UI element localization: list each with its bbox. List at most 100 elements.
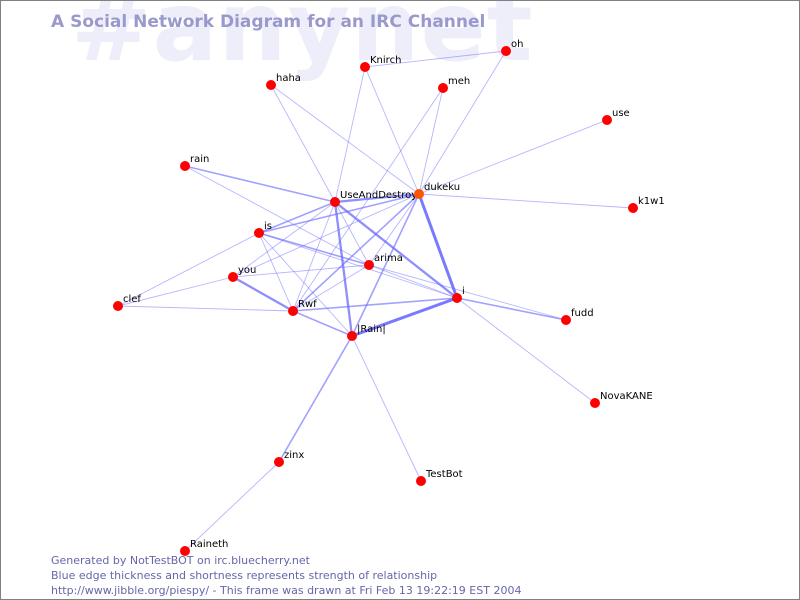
node-label: rain bbox=[190, 154, 209, 165]
edge-haha-dukeku bbox=[270, 84, 420, 195]
node-fudd[interactable]: fudd bbox=[561, 308, 594, 325]
node-label: fudd bbox=[571, 308, 594, 319]
node-knirch[interactable]: Knirch bbox=[360, 55, 401, 72]
node-dot[interactable] bbox=[180, 546, 190, 556]
node-dot[interactable] bbox=[360, 62, 370, 72]
node-dot[interactable] bbox=[330, 197, 340, 207]
node-dot[interactable] bbox=[628, 203, 638, 213]
node-dot[interactable] bbox=[347, 331, 357, 341]
node-novakane[interactable]: NovaKANE bbox=[590, 391, 653, 408]
edge-useanddestroy-is bbox=[258, 201, 336, 234]
edge-meh-dukeku bbox=[418, 87, 444, 195]
edge-rain-useanddestroy bbox=[184, 165, 336, 203]
edge-useanddestroy-rain bbox=[333, 200, 354, 338]
node-arima[interactable]: arima bbox=[364, 253, 403, 270]
node-k1w1[interactable]: k1w1 bbox=[628, 196, 665, 213]
node-dot[interactable] bbox=[414, 189, 424, 199]
edge-rain-zinx bbox=[278, 335, 353, 463]
footer-url-timestamp: http://www.jibble.org/piespy/ - This fra… bbox=[51, 584, 522, 597]
node-label: Rwf bbox=[298, 299, 317, 310]
edge-arima-rwf bbox=[292, 264, 370, 312]
node-dot[interactable] bbox=[274, 457, 284, 467]
edge-you-clef bbox=[117, 276, 234, 307]
node-you[interactable]: you bbox=[228, 265, 256, 282]
edge-knirch-oh bbox=[364, 50, 507, 68]
node-testbot[interactable]: TestBot bbox=[416, 469, 463, 486]
edge-you-rwf bbox=[231, 275, 295, 313]
node-label: haha bbox=[276, 73, 301, 84]
node-dot[interactable] bbox=[501, 46, 511, 56]
node-dot[interactable] bbox=[438, 83, 448, 93]
node-label: is bbox=[264, 221, 272, 232]
node-label: you bbox=[238, 265, 256, 276]
channel-watermark: #anynet bbox=[71, 0, 534, 83]
diagram-title: A Social Network Diagram for an IRC Chan… bbox=[51, 12, 486, 32]
node-rain[interactable]: |Rain| bbox=[347, 324, 386, 341]
node-raineth[interactable]: Raineth bbox=[180, 539, 228, 556]
node-i[interactable]: i bbox=[452, 286, 465, 303]
edge-is-i bbox=[258, 232, 458, 299]
edge-is-rain bbox=[258, 232, 353, 337]
edge-knirch-dukeku bbox=[364, 66, 420, 195]
node-label: Raineth bbox=[190, 539, 228, 550]
node-label: clef bbox=[123, 294, 141, 305]
node-dot[interactable] bbox=[561, 315, 571, 325]
node-label: use bbox=[612, 108, 630, 119]
node-dot[interactable] bbox=[266, 80, 276, 90]
node-label: zinx bbox=[284, 450, 304, 461]
node-is[interactable]: is bbox=[254, 221, 272, 238]
edge-rwf-rain bbox=[292, 310, 353, 337]
edge-haha-useanddestroy bbox=[270, 84, 336, 203]
node-clef[interactable]: clef bbox=[113, 294, 141, 311]
edge-useanddestroy-rwf bbox=[292, 201, 336, 312]
node-dot[interactable] bbox=[254, 228, 264, 238]
edge-is-clef bbox=[117, 232, 260, 307]
edge-dukeku-rwf bbox=[292, 193, 420, 312]
edge-rwf-i bbox=[292, 297, 458, 312]
edge-arima-fudd bbox=[368, 264, 567, 321]
node-rwf[interactable]: Rwf bbox=[288, 299, 317, 316]
node-dot[interactable] bbox=[228, 272, 238, 282]
edge-use-dukeku bbox=[418, 119, 608, 195]
node-meh[interactable]: meh bbox=[438, 76, 470, 93]
edge-i-novakane bbox=[456, 297, 596, 404]
node-rain[interactable]: rain bbox=[180, 154, 209, 171]
footer-generated-by: Generated by NotTestBOT on irc.bluecherr… bbox=[51, 554, 310, 567]
node-zinx[interactable]: zinx bbox=[274, 450, 304, 467]
node-dot[interactable] bbox=[180, 161, 190, 171]
node-dot[interactable] bbox=[590, 398, 600, 408]
edge-arima-i bbox=[368, 264, 458, 299]
edge-dukeku-arima bbox=[368, 193, 420, 266]
node-oh[interactable]: oh bbox=[501, 39, 523, 56]
edge-rain-testbot bbox=[351, 335, 422, 482]
edge-is-rwf bbox=[258, 232, 294, 312]
node-dukeku[interactable]: dukeku bbox=[414, 182, 460, 199]
node-label: Knirch bbox=[370, 55, 401, 66]
node-label: NovaKANE bbox=[600, 391, 653, 402]
edge-i-rain bbox=[350, 296, 459, 338]
node-haha[interactable]: haha bbox=[266, 73, 301, 90]
footer: Generated by NotTestBOT on irc.bluecherr… bbox=[51, 553, 521, 598]
edge-useanddestroy-i bbox=[333, 200, 459, 300]
footer-legend-note: Blue edge thickness and shortness repres… bbox=[51, 569, 438, 582]
edge-dukeku-rain bbox=[351, 193, 420, 337]
edge-clef-rwf bbox=[117, 305, 294, 312]
edges-layer bbox=[117, 50, 634, 552]
node-dot[interactable] bbox=[416, 476, 426, 486]
node-useanddestroy[interactable]: UseAndDestroy bbox=[330, 190, 417, 207]
node-dot[interactable] bbox=[113, 301, 123, 311]
node-use[interactable]: use bbox=[602, 108, 630, 125]
node-dot[interactable] bbox=[288, 306, 298, 316]
node-dot[interactable] bbox=[602, 115, 612, 125]
node-label: dukeku bbox=[424, 182, 460, 193]
edge-dukeku-i bbox=[417, 192, 459, 300]
edge-knirch-useanddestroy bbox=[334, 66, 366, 203]
edge-useanddestroy-dukeku bbox=[333, 192, 421, 204]
edge-rain-arima bbox=[184, 165, 370, 266]
edge-dukeku-you bbox=[232, 193, 420, 278]
node-label: arima bbox=[374, 253, 403, 264]
node-dot[interactable] bbox=[452, 293, 462, 303]
node-dot[interactable] bbox=[364, 260, 374, 270]
